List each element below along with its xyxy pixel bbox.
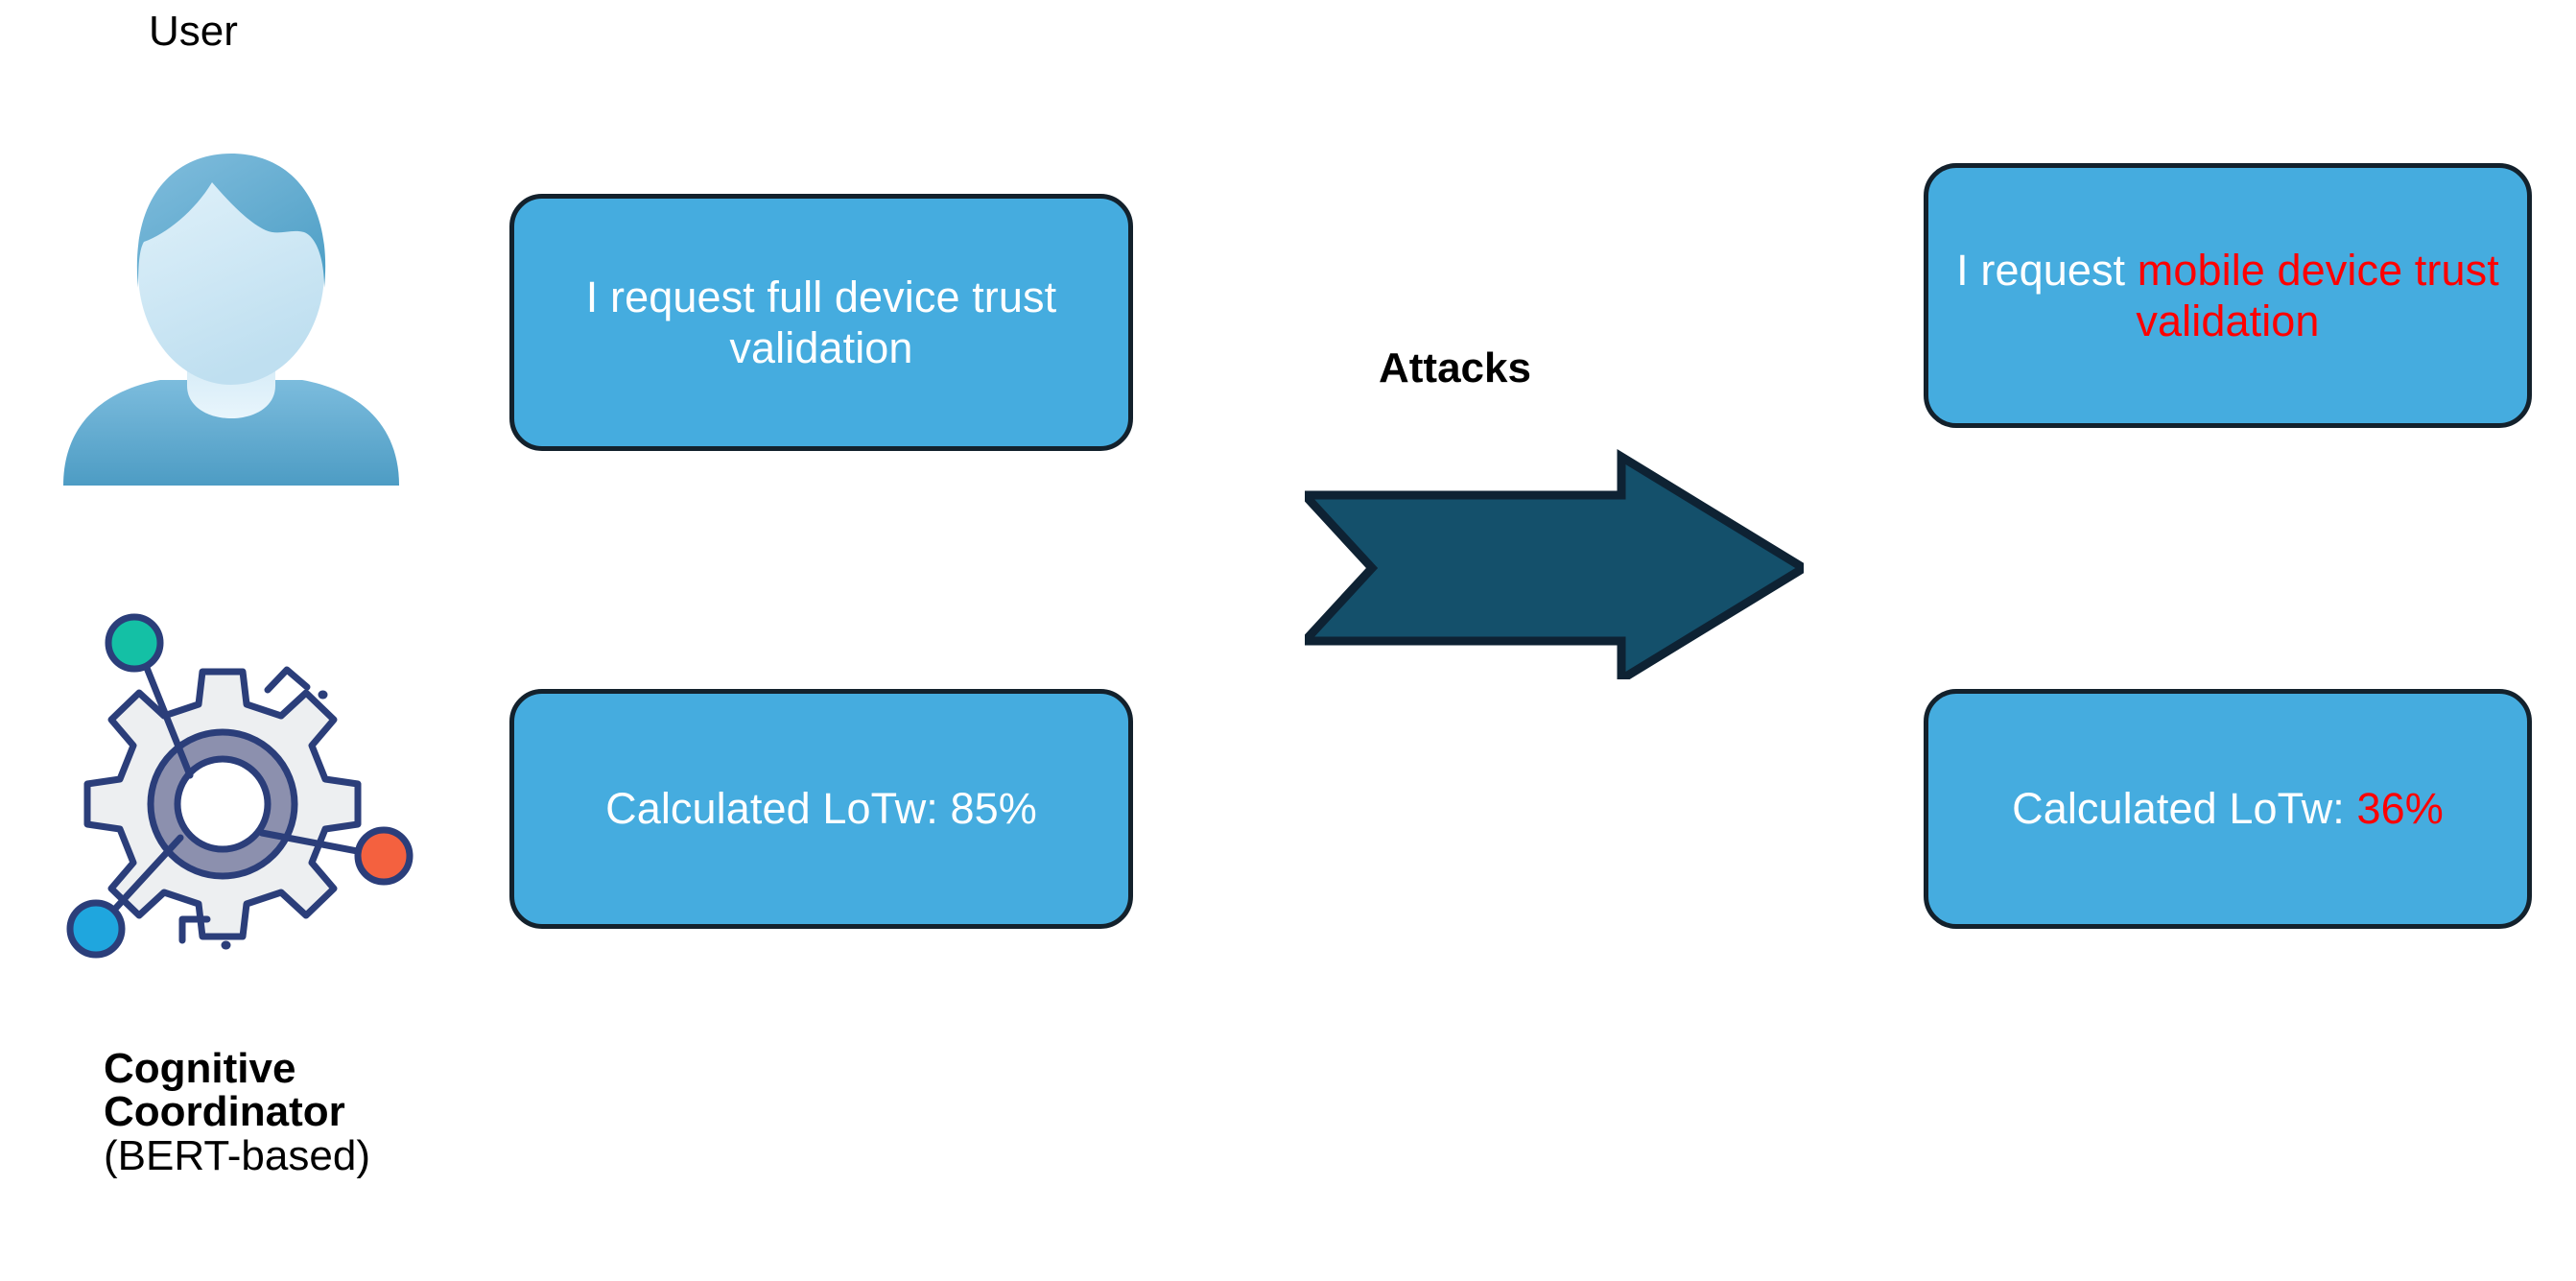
lotw-original-value: 85% xyxy=(950,784,1037,834)
box-request-attacked[interactable]: I request mobile device trust validation xyxy=(1924,163,2532,428)
box-lotw-original-text: Calculated LoTw: 85% xyxy=(605,783,1037,834)
box-request-original-text: I request full device trust validation xyxy=(539,272,1103,373)
coordinator-name-line2: Coordinator xyxy=(104,1087,345,1135)
coordinator-name-line1: Cognitive xyxy=(104,1045,296,1092)
right-arrow-icon xyxy=(1294,422,1812,688)
box-request-attacked-text: I request mobile device trust validation xyxy=(1953,245,2502,346)
lotw-attacked-label: Calculated LoTw: xyxy=(2012,784,2345,834)
request-original-segment: I request full device trust validation xyxy=(585,272,1057,372)
gear-network-icon xyxy=(46,603,449,1006)
lotw-attacked-value: 36% xyxy=(2356,784,2444,834)
user-label: User xyxy=(149,8,238,55)
coordinator-caption: Cognitive Coordinator (BERT-based) xyxy=(104,1045,545,1179)
box-request-original[interactable]: I request full device trust validation xyxy=(509,194,1133,451)
box-lotw-attacked[interactable]: Calculated LoTw: 36% xyxy=(1924,689,2532,929)
user-avatar-icon xyxy=(43,142,419,486)
attacks-label: Attacks xyxy=(1379,344,1531,391)
lotw-original-label: Calculated LoTw: xyxy=(605,784,938,834)
request-attacked-prefix: I request xyxy=(1956,245,2138,295)
box-lotw-attacked-text: Calculated LoTw: 36% xyxy=(2012,783,2444,834)
box-lotw-original[interactable]: Calculated LoTw: 85% xyxy=(509,689,1133,929)
request-attacked-highlight: mobile device trust validation xyxy=(2136,245,2499,345)
coordinator-subtitle: (BERT-based) xyxy=(104,1131,370,1179)
